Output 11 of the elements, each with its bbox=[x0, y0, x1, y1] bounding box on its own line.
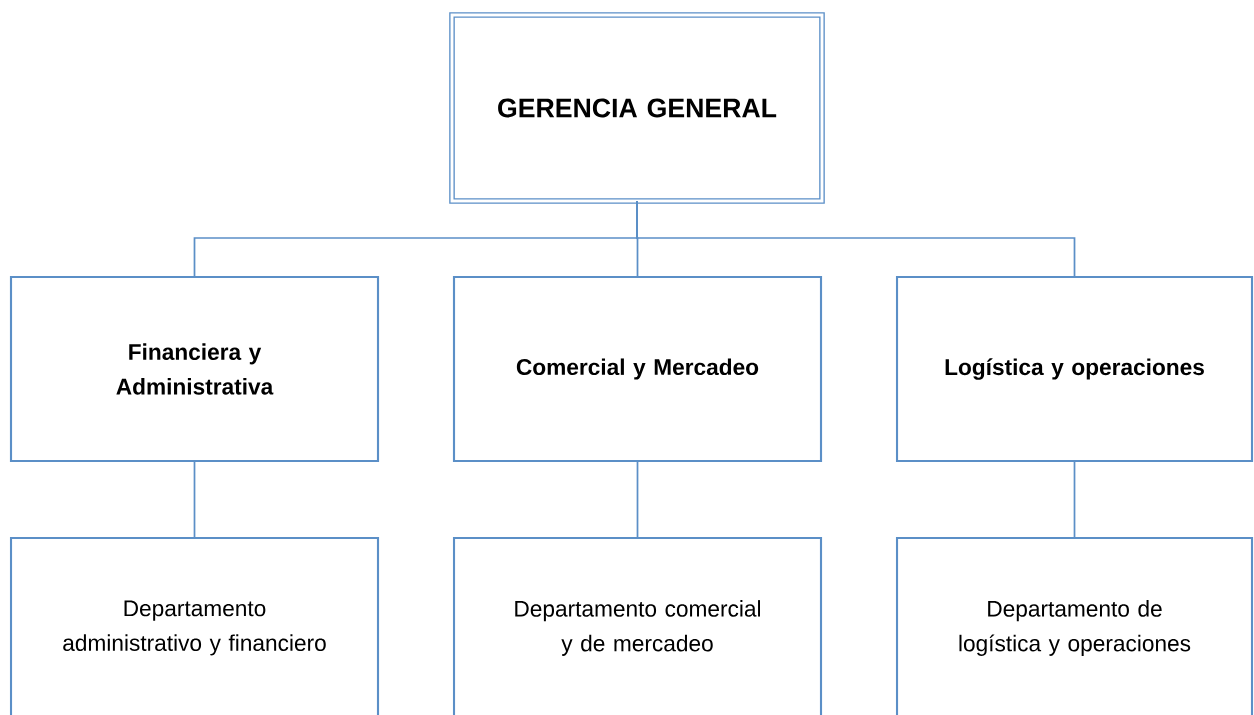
department-box: Departamento de logística y operaciones bbox=[895, 536, 1254, 715]
heading-box: Comercial y Mercadeo bbox=[452, 275, 823, 463]
department-box: Departamento administrativo y financiero bbox=[9, 536, 380, 715]
heading-box: Financiera y Administrativa bbox=[9, 275, 380, 463]
connector-line bbox=[636, 200, 1076, 278]
heading-box: Logística y operaciones bbox=[895, 275, 1254, 463]
connector-line bbox=[636, 460, 639, 539]
connector-line bbox=[1073, 460, 1076, 539]
heading-box: GERENCIA GENERAL bbox=[449, 12, 825, 204]
connector-line bbox=[193, 460, 196, 539]
department-box: Departamento comercial y de mercadeo bbox=[452, 536, 823, 715]
